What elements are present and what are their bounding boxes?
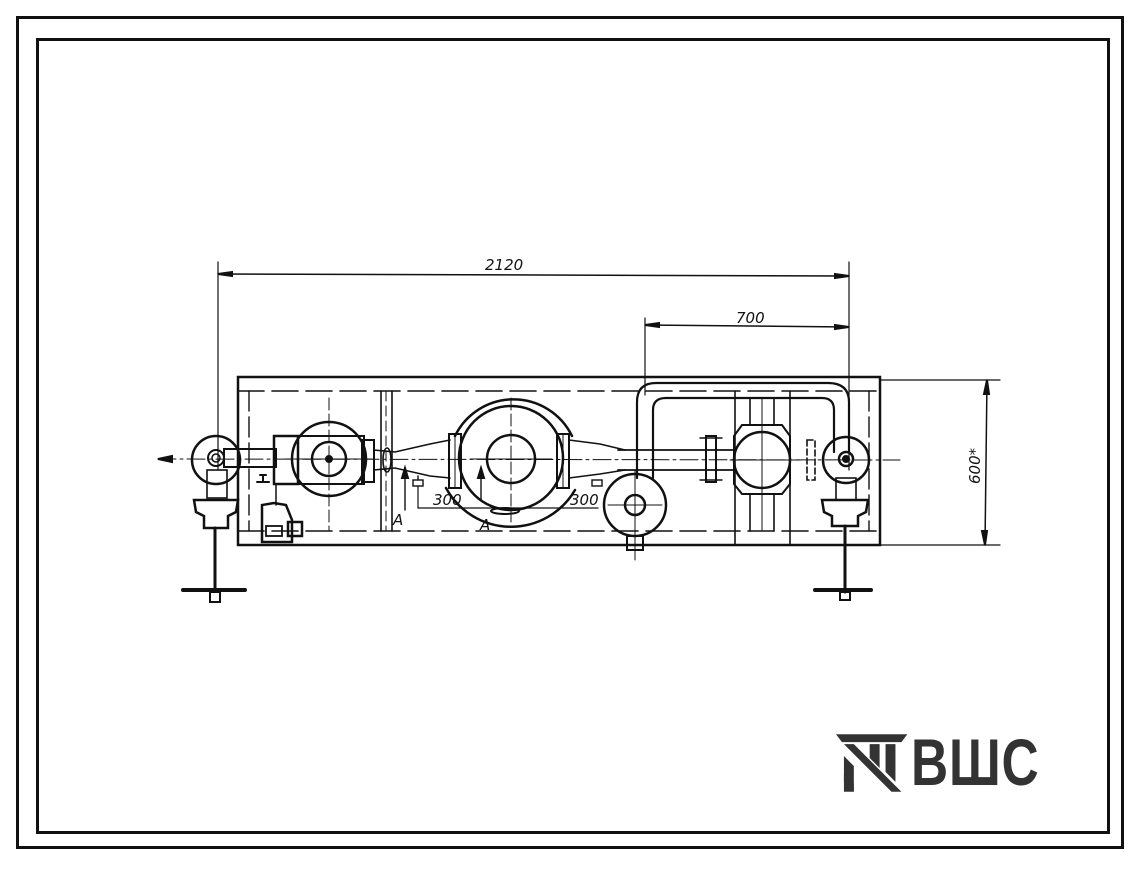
central-volute-pump — [444, 397, 626, 528]
dimension-label-300-right: 300 — [570, 491, 599, 509]
dimension-700: 700 — [644, 309, 850, 396]
dimension-300-pair: 300 300 A A — [392, 485, 599, 534]
section-label-a-left: A — [392, 511, 403, 529]
dimension-600: 600* — [879, 379, 1001, 546]
left-pump-unit — [181, 434, 277, 603]
shaft-transition-left — [373, 439, 451, 511]
inner-drawing-frame — [36, 38, 1110, 834]
dimension-label-600: 600* — [966, 447, 984, 484]
left-motor — [256, 397, 375, 544]
dimension-label-700: 700 — [736, 309, 765, 327]
bypass-pipe — [617, 381, 851, 483]
dimension-2120: 2120 — [217, 256, 850, 471]
auxiliary-pump — [602, 469, 668, 561]
logo-emblem-icon — [836, 734, 908, 792]
logo-text: ВШС — [911, 725, 1040, 799]
section-label-a-right: A — [479, 516, 490, 534]
outer-drawing-frame — [16, 16, 1124, 849]
vshs-logo: ВШС — [836, 728, 1076, 796]
dimension-label-300-left: 300 — [433, 491, 462, 509]
flow-arrow-left — [157, 454, 173, 464]
dimension-label-2120: 2120 — [485, 256, 523, 274]
base-frame — [236, 375, 882, 547]
right-motor — [729, 397, 816, 532]
right-pump-unit — [813, 435, 873, 601]
